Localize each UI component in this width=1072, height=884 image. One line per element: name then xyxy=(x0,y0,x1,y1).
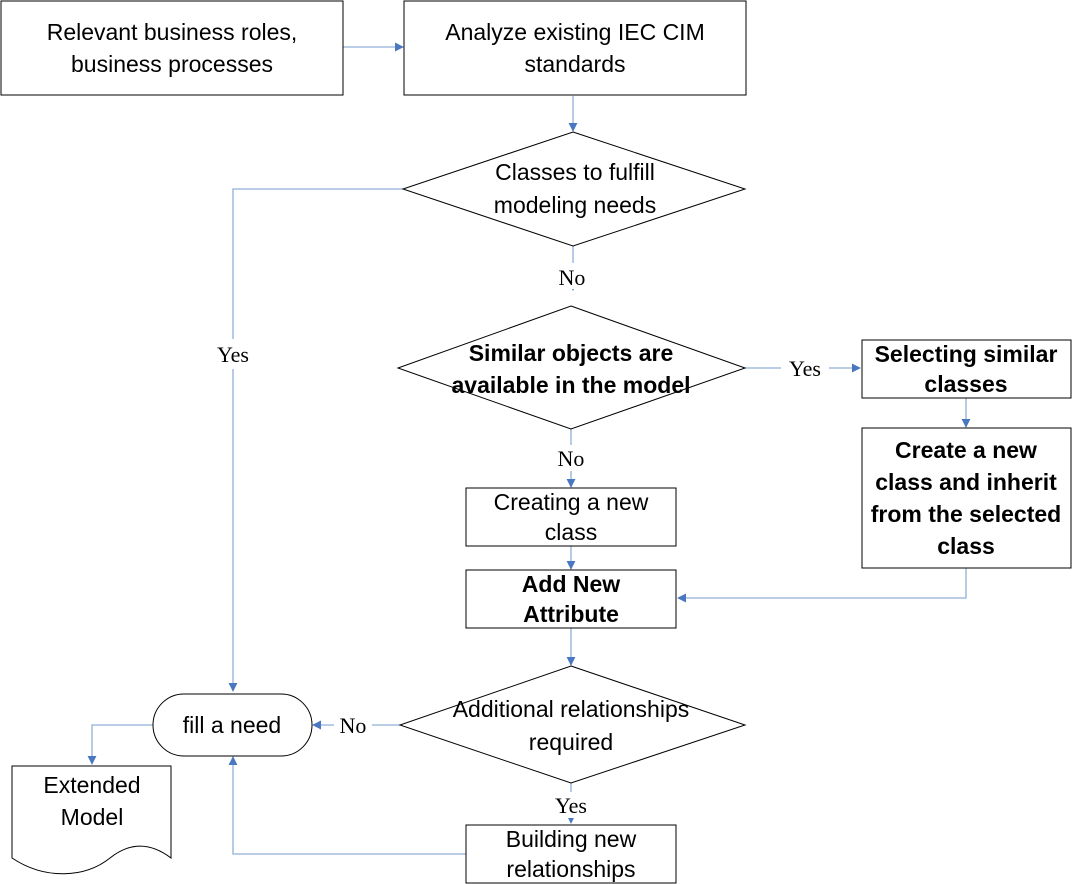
analyze-line2: standards xyxy=(524,51,625,77)
decision-additional-relationships: Additional relationships required xyxy=(398,665,747,784)
arrow-create-to-attribute xyxy=(677,568,967,603)
arrow-classes-yes xyxy=(228,188,403,692)
document-extended-model: Extended Model xyxy=(11,765,172,875)
label-no-classes: No xyxy=(559,265,586,290)
node-analyze-standards: Analyze existing IEC CIM standards xyxy=(403,0,747,96)
label-yes-additional: Yes xyxy=(555,793,587,818)
connector-labels: Yes No Yes No No Yes xyxy=(205,263,829,818)
connectors xyxy=(87,42,971,855)
extended-model-line2: Model xyxy=(61,804,124,830)
node-business-roles: Relevant business roles, business proces… xyxy=(0,0,344,96)
extended-model-line1: Extended xyxy=(43,772,140,798)
create-inherit-line1: Create a new xyxy=(895,437,1037,463)
selecting-similar-line2: classes xyxy=(924,371,1007,397)
arrow-fill-to-extended xyxy=(87,724,153,765)
creating-new-line2: class xyxy=(545,519,597,545)
create-inherit-line4: class xyxy=(937,533,995,559)
create-inherit-line3: from the selected xyxy=(871,501,1061,527)
label-yes-left: Yes xyxy=(217,342,249,367)
node-add-attribute: Add New Attribute xyxy=(465,569,677,629)
add-attribute-line1: Add New xyxy=(522,571,621,597)
node-creating-new-class: Creating a new class xyxy=(465,487,677,547)
node-create-inherit: Create a new class and inherit from the … xyxy=(861,427,1072,569)
label-no-similar: No xyxy=(558,446,585,471)
classes-fulfill-line2: modeling needs xyxy=(494,192,656,218)
label-no-additional: No xyxy=(340,713,367,738)
similar-objects-line2: available in the model xyxy=(451,372,690,398)
analyze-line1: Analyze existing IEC CIM xyxy=(445,19,704,45)
creating-new-line1: Creating a new xyxy=(494,489,649,515)
building-rel-line1: Building new xyxy=(506,826,637,852)
fill-need-label: fill a need xyxy=(183,712,281,738)
classes-fulfill-line1: Classes to fulfill xyxy=(495,159,655,185)
terminator-fill-need: fill a need xyxy=(152,693,313,757)
similar-objects-line1: Similar objects are xyxy=(469,340,674,366)
node-selecting-similar: Selecting similar classes xyxy=(861,339,1072,399)
node-building-relationships: Building new relationships xyxy=(465,824,677,884)
business-roles-line2: business processes xyxy=(71,51,273,77)
selecting-similar-line1: Selecting similar xyxy=(875,341,1058,367)
arrow-building-to-fill xyxy=(228,756,466,855)
label-yes-similar: Yes xyxy=(789,356,821,381)
additional-rel-line1: Additional relationships xyxy=(453,696,690,722)
building-rel-line2: relationships xyxy=(506,856,635,882)
business-roles-line1: Relevant business roles, xyxy=(47,19,298,45)
additional-rel-line2: required xyxy=(529,729,613,755)
decision-similar-objects: Similar objects are available in the mod… xyxy=(396,305,747,430)
add-attribute-line2: Attribute xyxy=(523,601,619,627)
decision-classes-fulfill: Classes to fulfill modeling needs xyxy=(401,131,747,247)
create-inherit-line2: class and inherit xyxy=(875,469,1057,495)
